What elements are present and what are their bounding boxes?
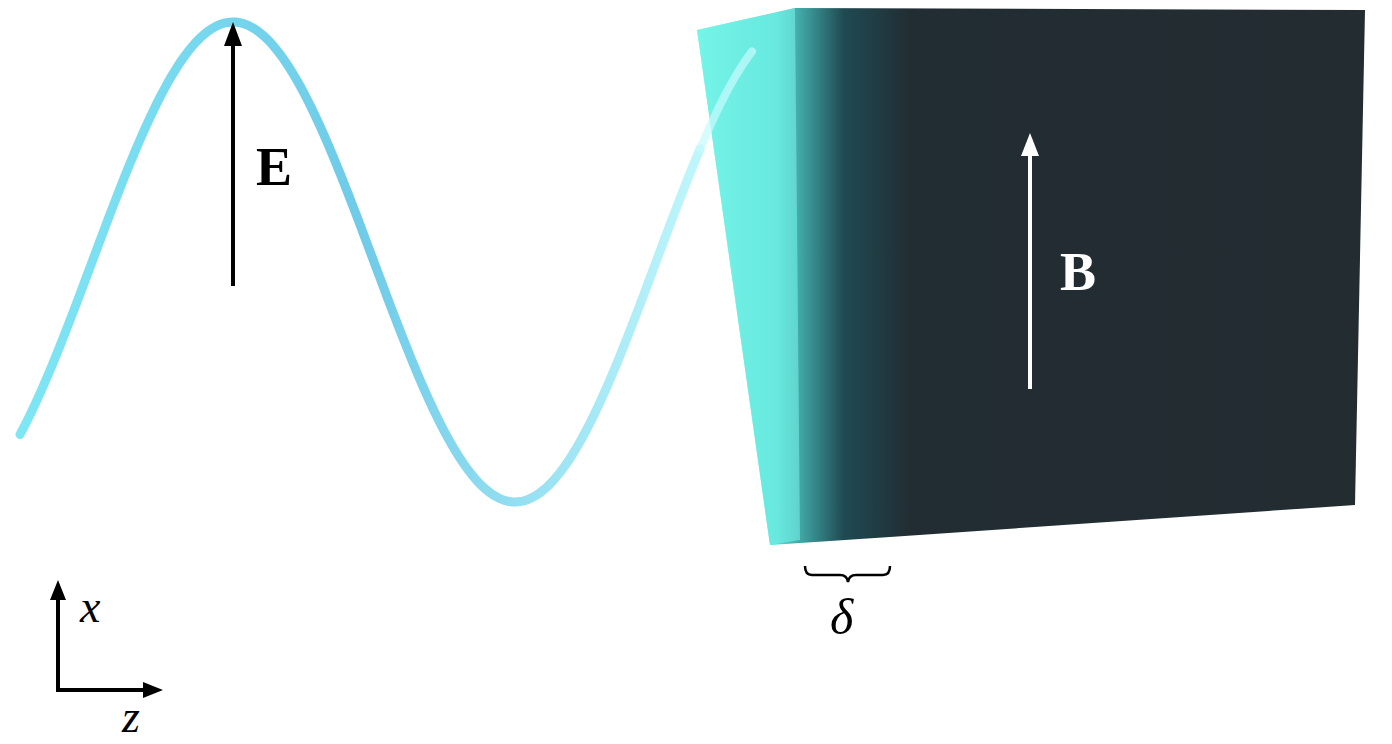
- skin-depth-bracket: [805, 566, 890, 582]
- skin-depth-label: δ: [830, 592, 853, 642]
- e-arrowhead: [224, 22, 242, 46]
- z-axis-label: z: [122, 694, 140, 740]
- b-field-arrow: [1028, 154, 1032, 389]
- z-axis-head: [143, 682, 163, 698]
- x-axis-head: [50, 580, 66, 600]
- wave-ribbon: [20, 22, 700, 502]
- block-face: [697, 8, 800, 545]
- b-field-label: B: [1060, 245, 1096, 299]
- e-field-arrow: [231, 44, 235, 286]
- x-axis-label: x: [80, 584, 100, 630]
- x-axis: [56, 598, 60, 690]
- b-arrowhead: [1021, 133, 1039, 156]
- z-axis: [56, 688, 145, 692]
- conductor-block: [697, 8, 1365, 545]
- wave-ribbon-on-block: [700, 52, 752, 150]
- e-field-label: E: [256, 140, 292, 194]
